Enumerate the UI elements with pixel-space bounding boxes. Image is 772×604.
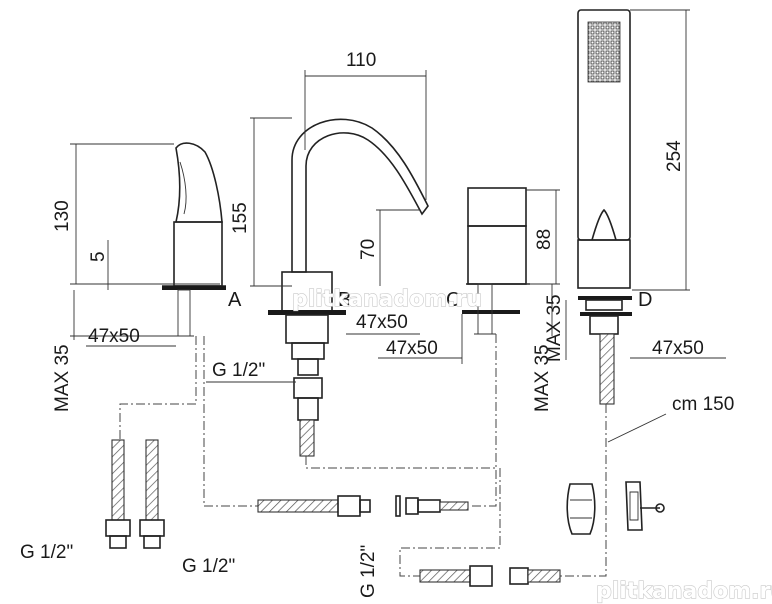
watermark-bottom: plitkanadom.ru: [596, 579, 772, 604]
dim-110: 110: [346, 50, 376, 71]
dim-70: 70: [358, 239, 379, 260]
dimension-lines: [70, 9, 726, 443]
dim-130: 130: [52, 200, 73, 232]
label-c: C: [446, 289, 460, 311]
dim-155: 155: [230, 202, 251, 234]
dim-max35-d: MAX 35: [544, 294, 565, 362]
hand-shower-d: [577, 9, 632, 405]
spout-b: [268, 118, 429, 457]
connection-hoses: [105, 439, 561, 587]
fixture-labels: A B C D: [228, 289, 652, 311]
diverter-c: [462, 187, 530, 335]
dim-thread-left: G 1/2": [20, 542, 73, 563]
dimension-labels: 110 130 5 155 70 88 254 MAX 35 MAX 35 MA…: [20, 50, 734, 598]
dim-max35-a: MAX 35: [52, 344, 73, 412]
dim-thread-vertical: G 1/2": [358, 545, 379, 598]
dim-size-d: 47x50: [652, 338, 704, 359]
dim-size-c: 47x50: [386, 338, 438, 359]
watermark-top: plitkanadom.ru: [292, 287, 482, 312]
mixer-handle-a: [162, 142, 226, 337]
shower-holder-parts: [566, 481, 665, 535]
dim-hose-length: cm 150: [672, 394, 734, 415]
dim-88: 88: [534, 229, 555, 250]
label-a: A: [228, 289, 242, 311]
label-d: D: [638, 289, 652, 311]
label-b: B: [338, 289, 351, 311]
dim-size-b: 47x50: [356, 312, 408, 333]
dim-size-a: 47x50: [88, 326, 140, 347]
dim-5: 5: [88, 251, 109, 262]
dim-254: 254: [664, 140, 685, 172]
piping-layout: [119, 334, 607, 577]
dim-max35-c: MAX 35: [532, 344, 553, 412]
watermarks: plitkanadom.ru plitkanadom.ru: [291, 286, 772, 604]
dim-thread-top: G 1/2": [212, 360, 265, 381]
dim-thread-right: G 1/2": [182, 556, 235, 577]
